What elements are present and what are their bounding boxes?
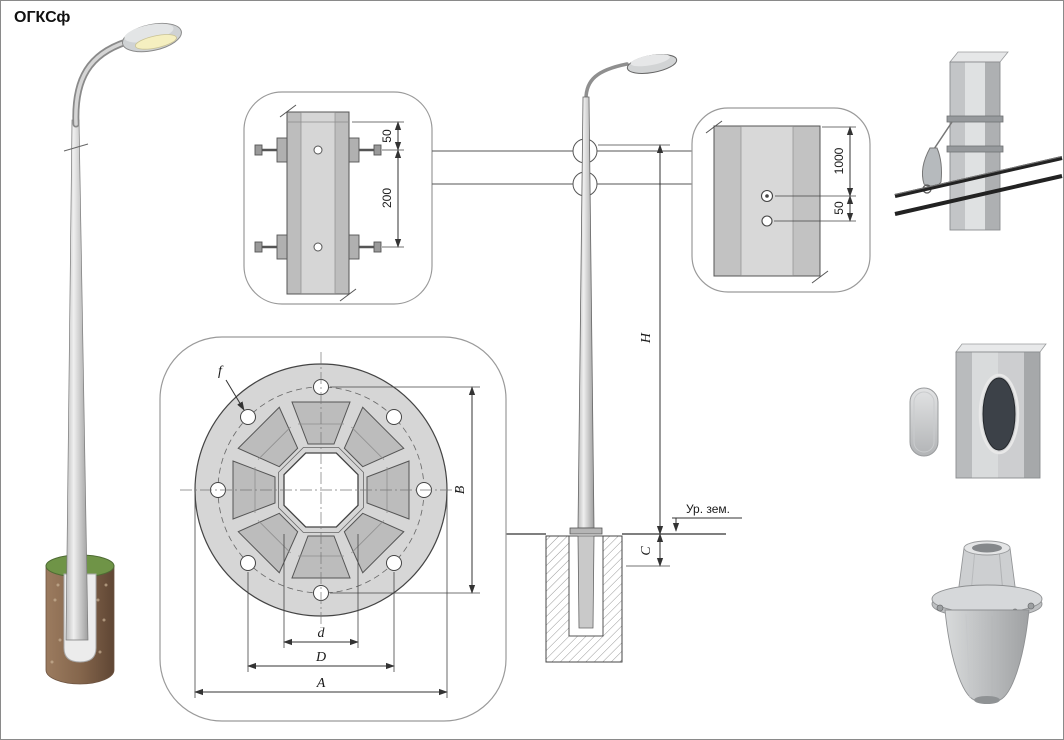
drawing-title: ОГКСф xyxy=(14,9,70,26)
dim-D-label: D xyxy=(315,650,326,665)
break-mark xyxy=(705,120,723,134)
dim-H-label: H xyxy=(639,332,654,344)
pole-section-ground xyxy=(713,125,821,277)
pole-section xyxy=(286,111,350,295)
door-opening-rim xyxy=(978,373,1020,455)
suspension-cable xyxy=(894,174,1063,216)
ground-level-label: Ур. зем. xyxy=(686,502,730,516)
clamp-detail-view: 50 200 xyxy=(243,91,433,305)
weld-seam-mark xyxy=(63,143,89,152)
flange-detail-view: f B d D A xyxy=(159,336,507,722)
band-clamp-upper xyxy=(254,137,382,163)
cable-hole xyxy=(761,215,773,227)
dim-A-label: A xyxy=(316,676,326,691)
dim-d-label: d xyxy=(318,626,326,641)
hole-detail-view: 1000 50 xyxy=(691,107,871,293)
shoe-bottom xyxy=(974,696,1000,704)
bolt-holes xyxy=(210,379,432,601)
lamp-arm-highlight xyxy=(74,40,128,126)
lamp-light-face xyxy=(134,34,177,50)
detail-callouts xyxy=(432,138,692,197)
cable-suspension-render xyxy=(894,51,1063,231)
break-mark xyxy=(279,104,297,118)
break-mark xyxy=(339,288,357,302)
door-opening xyxy=(982,377,1016,451)
break-mark xyxy=(811,270,829,284)
shoe-opening xyxy=(972,543,1002,553)
elev-lamp-arm xyxy=(584,62,629,101)
dim-200-label: 200 xyxy=(380,188,394,208)
band-clamp-lower xyxy=(254,234,382,260)
door-cover xyxy=(909,387,939,457)
dim-C-label: C xyxy=(639,546,654,556)
shoe-flange xyxy=(931,584,1043,614)
base-shoe-render xyxy=(931,540,1043,704)
band-clamp xyxy=(946,115,1004,123)
dim-B-label: B xyxy=(453,485,468,494)
dim-50-label: 50 xyxy=(380,129,394,143)
wedge-clamp xyxy=(922,147,942,188)
dim-50-hole-label: 50 xyxy=(832,201,846,215)
elev-base-flange xyxy=(569,527,603,535)
dim-1000-label: 1000 xyxy=(832,147,846,174)
elevation-view: Ур. зем. H C xyxy=(500,54,742,663)
pole-shaft xyxy=(65,119,89,641)
elev-embedded-pole xyxy=(577,535,595,629)
lamp-head xyxy=(121,22,182,53)
suspension-cable xyxy=(894,156,1063,198)
soil-texture xyxy=(50,583,108,664)
band-clamp xyxy=(946,145,1004,153)
dim-f-label: f xyxy=(218,364,224,379)
pole-3d-render xyxy=(45,22,182,685)
elev-lamp-head xyxy=(626,54,678,74)
access-door-render xyxy=(909,343,1047,479)
shoe-skirt xyxy=(944,609,1030,701)
